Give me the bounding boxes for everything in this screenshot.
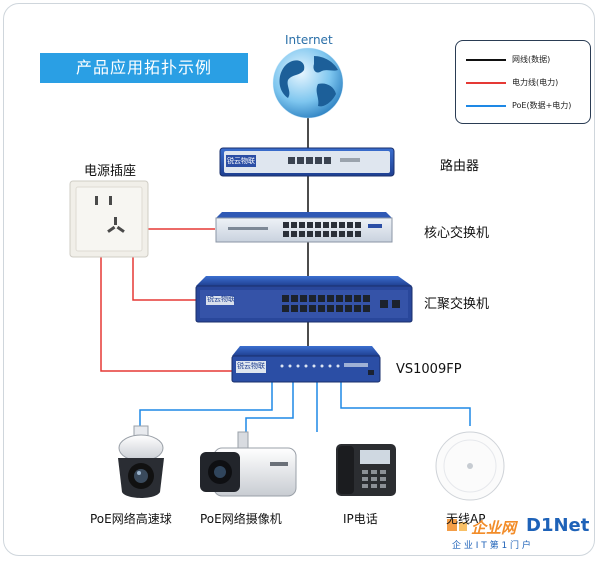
legend-label: PoE(数据+电力) [512, 101, 572, 110]
poe-switch-label: VS1009FP [396, 362, 462, 377]
router-brand-label: 锐云物联 [227, 157, 255, 165]
watermark-logo [447, 519, 467, 531]
agg-switch-ports [282, 295, 400, 312]
internet-label: Internet [285, 33, 333, 47]
agg-switch-brand-label: 锐云物联 [207, 295, 235, 303]
legend-item-power: 电力线(电力) [456, 76, 590, 90]
router-label: 路由器 [440, 159, 480, 174]
poe-cable-bullet [245, 382, 294, 436]
wireless-ap-label: 无线AP [446, 512, 486, 526]
diagram-frame [3, 3, 595, 556]
legend-line-blue [466, 105, 506, 107]
watermark-text: 企业网 [471, 519, 517, 537]
legend-item-data: 网线(数据) [456, 53, 590, 67]
poe-switch-leds [280, 364, 340, 368]
legend-item-poe: PoE(数据+电力) [456, 99, 590, 113]
poe-cable-ap [340, 382, 471, 426]
power-cables [100, 228, 232, 372]
poe-cable-dome [139, 382, 273, 428]
power-socket-label: 电源插座 [84, 164, 137, 179]
legend-label: 网线(数据) [512, 55, 551, 64]
ip-phone-icon [336, 444, 396, 496]
power-cable-poe [100, 256, 232, 372]
aggregation-switch-device [195, 276, 413, 323]
poe-switch-device [231, 346, 381, 383]
dome-camera-icon [118, 425, 164, 498]
watermark-brand: D1Net [526, 515, 590, 536]
diagram-title: 产品应用拓扑示例 [75, 58, 212, 77]
bullet-camera-icon [200, 431, 297, 497]
power-socket-icon [69, 180, 149, 258]
router-device [219, 147, 395, 177]
poe-switch-brand-label: 锐云物联 [237, 362, 265, 370]
poe-cables [139, 382, 471, 436]
agg-switch-label: 汇聚交换机 [424, 297, 490, 312]
power-cable-agg [132, 256, 200, 301]
core-switch-device [215, 212, 393, 243]
ip-phone-label: IP电话 [343, 512, 378, 526]
internet-globe-icon [272, 47, 344, 119]
legend-label: 电力线(电力) [512, 78, 559, 87]
core-switch-label: 核心交换机 [424, 226, 490, 241]
bullet-camera-label: PoE网络摄像机 [200, 512, 282, 526]
title-banner: 产品应用拓扑示例 [40, 53, 248, 83]
core-switch-ports [283, 222, 361, 237]
legend-line-red [466, 82, 506, 84]
legend-line-black [466, 59, 506, 61]
wireless-ap-icon [435, 431, 505, 501]
watermark-slogan: 企 业 I T 第 1 门 户 [452, 541, 531, 551]
legend-box: 网线(数据) 电力线(电力) PoE(数据+电力) [455, 40, 591, 124]
dome-camera-label: PoE网络高速球 [90, 512, 172, 526]
